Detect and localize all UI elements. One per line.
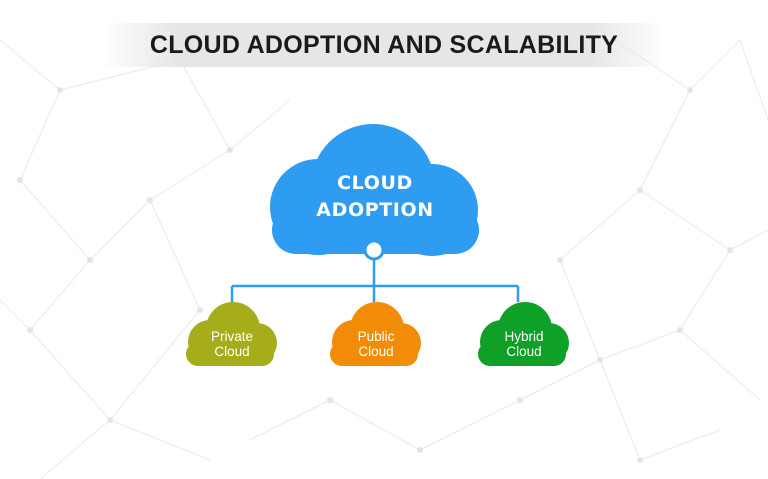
hybrid-cloud-label-line1: Hybrid [504,329,544,344]
hybrid-cloud-node [478,302,569,366]
main-node-label-line2: ADOPTION [316,199,434,221]
private-cloud-label: Private Cloud [187,329,277,359]
connector-node-dot [363,239,385,261]
connector-lines [230,258,520,302]
private-cloud-label-line2: Cloud [214,344,250,359]
main-node-label-line1: CLOUD [337,172,413,194]
main-node-label: CLOUD ADOPTION [300,170,450,224]
hybrid-cloud-label: Hybrid Cloud [479,329,569,359]
public-cloud-node [330,302,421,366]
page-title: CLOUD ADOPTION AND SCALABILITY [149,31,619,59]
private-cloud-node [186,302,277,366]
public-cloud-label-line2: Cloud [358,344,394,359]
public-cloud-label: Public Cloud [331,329,421,359]
cloud-adoption-main-node [270,124,479,261]
private-cloud-label-line1: Private [210,329,254,344]
title-banner [100,23,668,67]
hybrid-cloud-label-line2: Cloud [506,344,542,359]
public-cloud-label-line1: Public [357,329,395,344]
